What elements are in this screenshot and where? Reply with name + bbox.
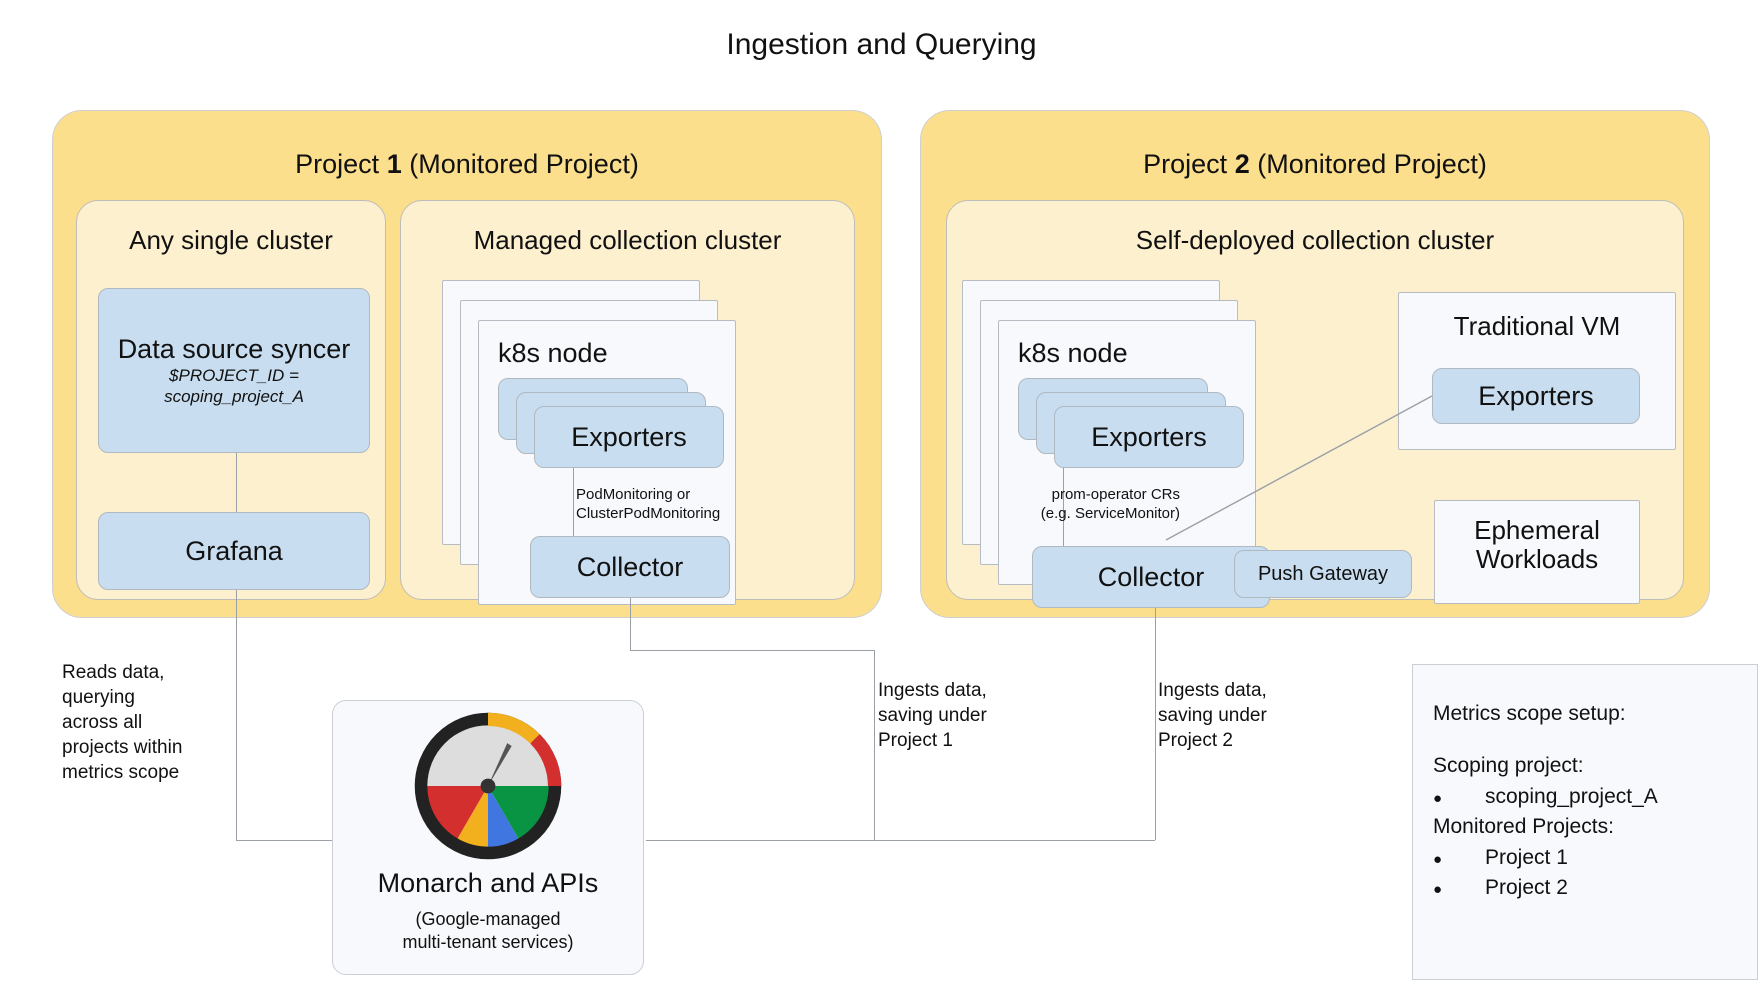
legend-item-project-2: ● Project 2: [1433, 873, 1658, 903]
legend-item-label: scoping_project_A: [1485, 784, 1658, 808]
legend-monitored-heading: Monitored Projects:: [1433, 815, 1614, 839]
legend-item-project-1: ● Project 1: [1433, 843, 1658, 873]
k8s-node-label-2: k8s node: [1018, 338, 1128, 368]
k8s-node-label-1: k8s node: [498, 338, 608, 368]
project-1-title: Project 1 (Monitored Project): [295, 149, 639, 179]
monarch-label: Monarch and APIs: [377, 868, 599, 898]
legend-scoping-heading: Scoping project:: [1433, 754, 1584, 778]
collector2-down-connector: [1155, 608, 1156, 840]
collector1-across-connector: [630, 650, 874, 651]
legend-item-label: Project 2: [1485, 876, 1568, 900]
legend-item-label: Project 1: [1485, 845, 1568, 869]
ingests-project1-note: Ingests data, saving under Project 1: [878, 680, 987, 752]
data-source-syncer-sublabel: $PROJECT_ID = scoping_project_A: [164, 366, 304, 406]
data-source-syncer-label: Data source syncer: [117, 333, 351, 364]
exporters-vm-box: Exporters: [1432, 368, 1640, 424]
ephemeral-workloads-label: Ephemeral Workloads: [1474, 515, 1600, 575]
grafana-label: Grafana: [185, 535, 283, 566]
exporters-collector-connector-1: [573, 468, 574, 536]
traditional-vm-label: Traditional VM: [1453, 311, 1621, 341]
reads-data-note: Reads data, querying across all projects…: [62, 662, 183, 784]
legend-item-scoping-project-a: ● scoping_project_A: [1433, 782, 1658, 812]
collector-label-2: Collector: [1097, 561, 1205, 592]
exporters-box-2: Exporters: [1054, 406, 1244, 468]
syncer-grafana-connector: [236, 453, 237, 512]
exporters-collector-connector-2: [1063, 468, 1064, 546]
bullet-icon: ●: [1433, 850, 1443, 868]
exporters-vm-label: Exporters: [1478, 380, 1594, 411]
project-2-title: Project 2 (Monitored Project): [1143, 149, 1487, 179]
push-gateway-label: Push Gateway: [1257, 562, 1389, 585]
prom-operator-label: prom-operator CRs (e.g. ServiceMonitor): [1040, 486, 1180, 523]
legend-body: Metrics scope setup: Scoping project: ● …: [1433, 699, 1658, 904]
ephemeral-workloads-card: [1434, 500, 1640, 604]
collector-label-1: Collector: [576, 551, 684, 582]
pod-monitoring-label: PodMonitoring or ClusterPodMonitoring: [576, 486, 721, 523]
legend-heading: Metrics scope setup:: [1433, 702, 1626, 725]
push-gateway-box: Push Gateway: [1234, 550, 1412, 598]
collector1-down-connector: [630, 598, 631, 650]
collector2-to-monarch-connector: [874, 840, 1155, 841]
exporters-box-1: Exporters: [534, 406, 724, 468]
bullet-icon: ●: [1433, 789, 1443, 807]
collector-box-2: Collector: [1032, 546, 1270, 608]
exporters-label-2: Exporters: [1091, 421, 1207, 452]
gauge-speedometer-icon: [414, 712, 562, 860]
managed-collection-cluster-title: Managed collection cluster: [473, 225, 782, 255]
grafana-down-connector: [236, 590, 237, 840]
data-source-syncer-box: Data source syncer $PROJECT_ID = scoping…: [98, 288, 370, 453]
exporters-label-1: Exporters: [571, 421, 687, 452]
legend-card: Metrics scope setup: Scoping project: ● …: [1412, 664, 1758, 980]
page-title: Ingestion and Querying: [726, 28, 1037, 61]
grafana-to-monarch-connector: [236, 840, 332, 841]
bullet-icon: ●: [1433, 881, 1443, 899]
collector1-to-monarch-connector: [646, 840, 874, 841]
self-deployed-cluster-title: Self-deployed collection cluster: [1135, 225, 1495, 255]
ingests-project2-note: Ingests data, saving under Project 2: [1158, 680, 1267, 752]
collector1-drop-connector: [874, 650, 875, 840]
grafana-box: Grafana: [98, 512, 370, 590]
any-single-cluster-title: Any single cluster: [129, 225, 333, 255]
collector-box-1: Collector: [530, 536, 730, 598]
monarch-sublabel: (Google-managed multi-tenant services): [402, 909, 574, 952]
